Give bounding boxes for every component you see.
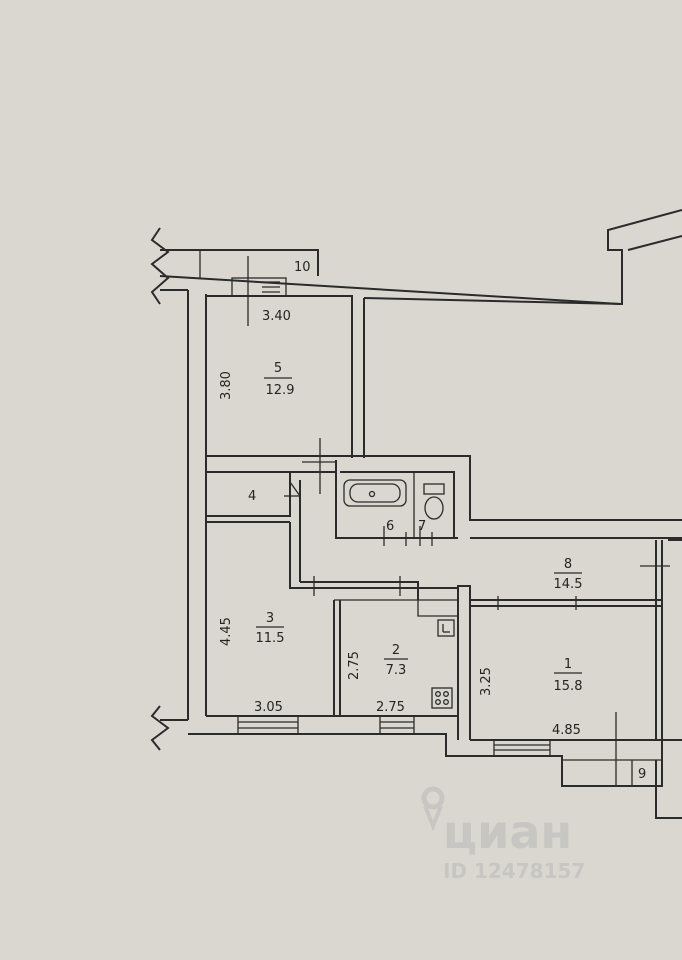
watermark-id: ID 12478157 [443, 859, 585, 883]
room-area: 12.9 [266, 383, 295, 398]
room-8-label: 8 14.5 [554, 557, 583, 592]
dimension-r1-height: 3.25 [479, 667, 494, 696]
window-room-2 [379, 715, 415, 735]
room-6-label: 6 [386, 519, 394, 534]
location-pin-icon [421, 786, 445, 832]
wall-break-top [150, 227, 170, 305]
dimension-r5-width: 3.40 [262, 309, 291, 324]
room-10-label: 10 [294, 260, 311, 275]
window-room-3 [237, 715, 299, 735]
watermark: циан ID 12478157 [421, 786, 585, 883]
room-3-label: 3 11.5 [256, 611, 285, 646]
walls [150, 209, 682, 819]
room-2-label: 2 7.3 [384, 643, 408, 678]
wall-break-bottom [150, 705, 170, 751]
room-area: 14.5 [554, 577, 583, 592]
room-number: 5 [274, 361, 282, 376]
room-5-label: 5 12.9 [264, 361, 294, 398]
room-number: 3 [266, 611, 274, 626]
dimension-r3-width: 3.05 [254, 700, 283, 715]
window-room-1 [493, 739, 551, 757]
room-1-label: 1 15.8 [554, 657, 583, 694]
dimension-r5-height: 3.80 [219, 371, 234, 400]
room-9-label: 9 [638, 767, 646, 782]
room-7-label: 7 [418, 519, 426, 534]
room-4-label: 4 [248, 489, 256, 504]
room-number: 1 [564, 657, 572, 672]
room-number: 8 [564, 557, 572, 572]
room-area: 15.8 [554, 679, 583, 694]
watermark-brand: циан [443, 805, 572, 859]
room-area: 11.5 [256, 631, 285, 646]
dimension-r1-width: 4.85 [552, 723, 581, 738]
dimension-r2-height: 2.75 [347, 651, 362, 680]
room-number: 2 [392, 643, 400, 658]
room-area: 7.3 [386, 663, 407, 678]
dimension-r2-width: 2.75 [376, 700, 405, 715]
dimension-r3-height: 4.45 [219, 617, 234, 646]
